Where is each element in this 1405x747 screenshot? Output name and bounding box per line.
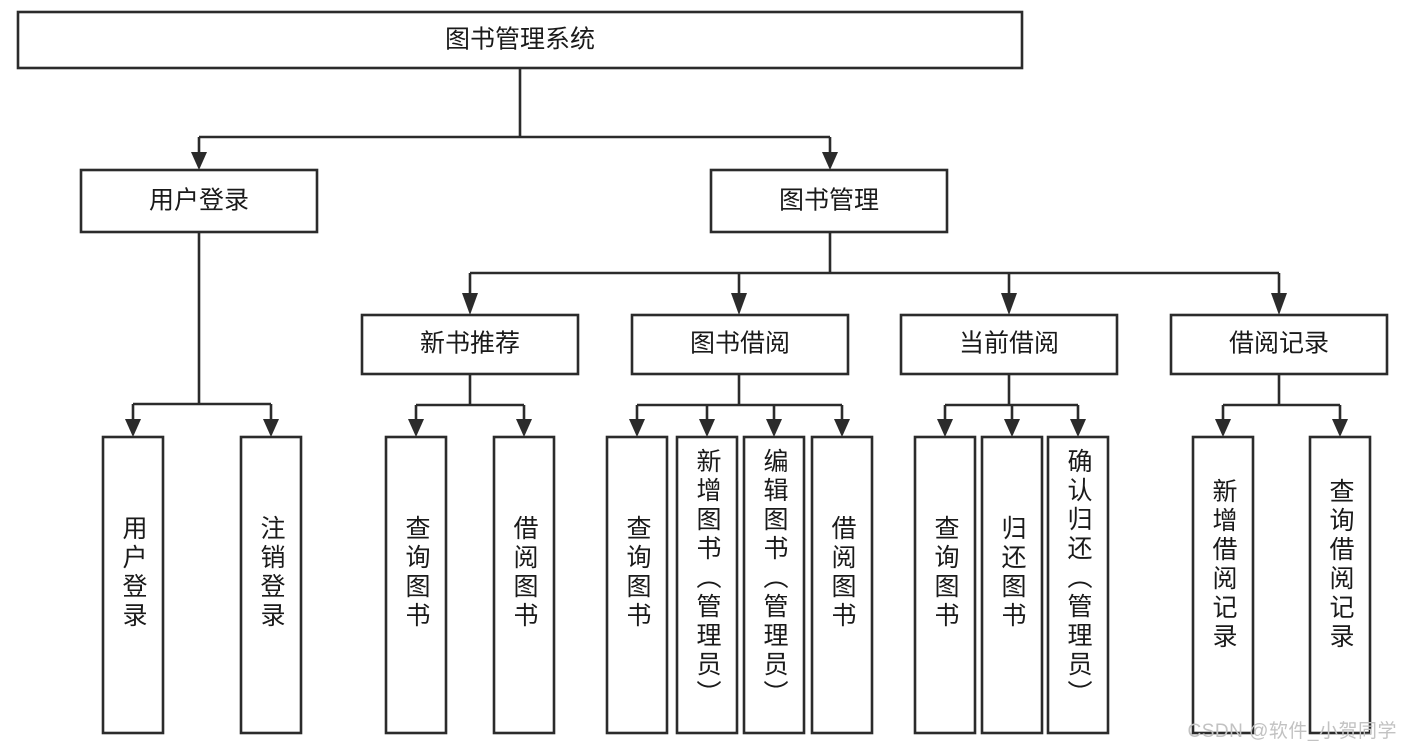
node-leaf-confirm-return[interactable]: 确认归还（管理员）	[1046, 435, 1110, 735]
arrow-head-leaf-user-login	[125, 419, 141, 437]
arrow-head-leaf-return-book	[1004, 419, 1020, 437]
arrow-head-leaf-query-record	[1332, 419, 1348, 437]
node-new-book-recommend-box	[360, 313, 580, 376]
node-leaf-add-record[interactable]: 新增借阅记录	[1191, 435, 1255, 735]
node-leaf-borrow-book-1-label: 借阅图书	[510, 515, 539, 631]
node-leaf-edit-book[interactable]: 编辑图书（管理员）	[742, 435, 806, 735]
arrow-head-current-borrow	[1001, 293, 1017, 315]
node-leaf-user-logout-label: 注销登录	[257, 515, 286, 631]
node-new-book-recommend-label: 新书推荐	[420, 330, 520, 358]
node-leaf-return-book-box	[980, 435, 1044, 735]
node-leaf-add-record-box	[1191, 435, 1255, 735]
node-leaf-query-record-box	[1308, 435, 1372, 735]
node-leaf-user-login-label: 用户登录	[119, 515, 148, 631]
node-leaf-query-book-1-box	[384, 435, 448, 735]
arrow-head-user-login	[191, 152, 207, 170]
arrow-head-leaf-edit-book	[766, 419, 782, 437]
node-leaf-borrow-book-2[interactable]: 借阅图书	[810, 435, 874, 735]
node-user-login-box	[79, 168, 319, 234]
node-new-book-recommend[interactable]: 新书推荐	[360, 313, 580, 376]
node-leaf-user-logout-box	[239, 435, 303, 735]
node-leaf-return-book-label: 归还图书	[998, 515, 1027, 631]
node-book-manage[interactable]: 图书管理	[709, 168, 949, 234]
node-leaf-query-record[interactable]: 查询借阅记录	[1308, 435, 1372, 735]
node-leaf-return-book[interactable]: 归还图书	[980, 435, 1044, 735]
arrow-head-leaf-query-book-2	[629, 419, 645, 437]
arrow-head-leaf-query-book-3	[937, 419, 953, 437]
arrow-head-leaf-add-book	[699, 419, 715, 437]
node-leaf-edit-book-label: 编辑图书（管理员）	[760, 448, 789, 709]
node-root-box	[16, 10, 1024, 70]
node-leaf-query-book-2-box	[605, 435, 669, 735]
node-leaf-borrow-book-1[interactable]: 借阅图书	[492, 435, 556, 735]
node-leaf-confirm-return-label: 确认归还（管理员）	[1064, 448, 1093, 709]
node-current-borrow-box	[899, 313, 1119, 376]
node-leaf-query-book-1-label: 查询图书	[402, 515, 431, 631]
arrow-head-leaf-user-logout	[263, 419, 279, 437]
node-user-login[interactable]: 用户登录	[79, 168, 319, 234]
arrow-head-borrow-record	[1271, 293, 1287, 315]
node-leaf-confirm-return-box	[1046, 435, 1110, 735]
node-current-borrow-label: 当前借阅	[959, 330, 1059, 358]
arrow-head-leaf-borrow-book-2	[834, 419, 850, 437]
node-book-borrow-label: 图书借阅	[690, 330, 790, 358]
arrow-head-book-borrow	[731, 293, 747, 315]
node-leaf-user-login-box	[101, 435, 165, 735]
arrow-head-new-book-recommend	[462, 293, 478, 315]
node-leaf-query-book-3-box	[913, 435, 977, 735]
csdn-watermark: CSDN @软件_小贺同学	[1187, 721, 1397, 742]
arrow-head-book-manage	[822, 152, 838, 170]
node-leaf-query-book-2-label: 查询图书	[623, 515, 652, 631]
node-leaf-add-record-label: 新增借阅记录	[1209, 478, 1238, 652]
node-leaf-query-book-3-label: 查询图书	[931, 515, 960, 631]
node-borrow-record-label: 借阅记录	[1229, 330, 1329, 358]
arrow-head-leaf-add-record	[1215, 419, 1231, 437]
node-book-borrow-box	[630, 313, 850, 376]
node-leaf-user-login[interactable]: 用户登录	[101, 435, 165, 735]
node-leaf-borrow-book-1-box	[492, 435, 556, 735]
node-root-label: 图书管理系统	[445, 26, 595, 54]
node-leaf-query-book-1[interactable]: 查询图书	[384, 435, 448, 735]
node-current-borrow[interactable]: 当前借阅	[899, 313, 1119, 376]
node-borrow-record-box	[1169, 313, 1389, 376]
node-leaf-user-logout[interactable]: 注销登录	[239, 435, 303, 735]
node-leaf-query-book-3[interactable]: 查询图书	[913, 435, 977, 735]
node-leaf-add-book-label: 新增图书（管理员）	[693, 448, 722, 709]
node-root[interactable]: 图书管理系统	[16, 10, 1024, 70]
node-leaf-borrow-book-2-label: 借阅图书	[828, 515, 857, 631]
node-user-login-label: 用户登录	[149, 187, 249, 215]
node-leaf-query-record-label: 查询借阅记录	[1326, 478, 1355, 652]
node-book-manage-box	[709, 168, 949, 234]
node-leaf-add-book[interactable]: 新增图书（管理员）	[675, 435, 739, 735]
arrow-head-leaf-borrow-book-1	[516, 419, 532, 437]
node-leaf-add-book-box	[675, 435, 739, 735]
node-book-manage-label: 图书管理	[779, 187, 879, 215]
arrow-head-leaf-query-book-1	[408, 419, 424, 437]
node-borrow-record[interactable]: 借阅记录	[1169, 313, 1389, 376]
node-leaf-query-book-2[interactable]: 查询图书	[605, 435, 669, 735]
node-book-borrow[interactable]: 图书借阅	[630, 313, 850, 376]
arrow-head-leaf-confirm-return	[1070, 419, 1086, 437]
node-leaf-borrow-book-2-box	[810, 435, 874, 735]
connector-layer	[125, 68, 1348, 437]
node-leaf-edit-book-box	[742, 435, 806, 735]
